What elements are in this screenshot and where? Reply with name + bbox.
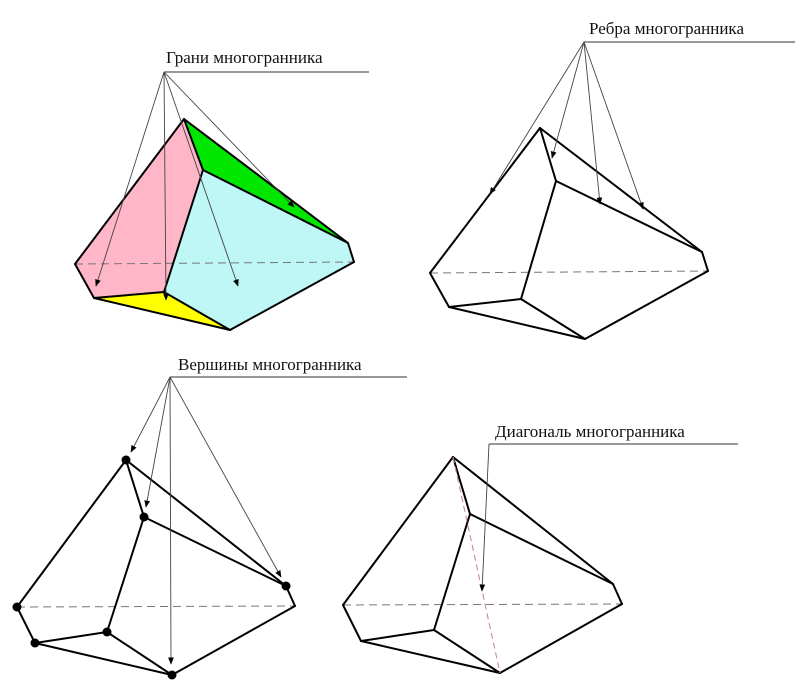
faces-leaders: [95, 71, 295, 301]
space-diagonal: [452, 456, 501, 674]
hidden-edge: [16, 605, 296, 608]
polyhedron-edges: [74, 118, 355, 331]
vertex-dot: [167, 670, 177, 680]
diagonal-panel: Диагональ многогранника: [342, 422, 738, 674]
pink-face: [75, 119, 203, 298]
polyhedron-edges: [16, 459, 296, 676]
vertices-panel: Вершины многогранника: [12, 355, 407, 680]
hidden-edge: [74, 261, 355, 265]
edges-panel: Ребра многогранника: [429, 19, 795, 340]
hidden-edge: [429, 270, 709, 274]
hidden-edge: [342, 603, 623, 606]
vertices-leaders: [130, 376, 282, 665]
vertex-dot: [102, 627, 112, 637]
faces-label: Грани многогранника: [166, 48, 323, 67]
diagonal-leader: [479, 443, 490, 592]
diagonal-label: Диагональ многогранника: [495, 422, 685, 441]
vertex-dots: [12, 455, 291, 680]
polyhedron-edges: [429, 127, 709, 340]
edges-label: Ребра многогранника: [589, 19, 744, 38]
vertex-dot: [121, 455, 131, 465]
vertex-dot: [12, 602, 22, 612]
vertex-dot: [139, 512, 149, 522]
vertices-label: Вершины многогранника: [178, 355, 362, 374]
vertex-dot: [281, 581, 291, 591]
polyhedron-edges: [342, 456, 623, 674]
faces-panel: Грани многогранника: [74, 48, 369, 331]
yellow-face: [94, 292, 230, 330]
vertex-dot: [30, 638, 40, 648]
edges-leaders: [489, 41, 644, 210]
